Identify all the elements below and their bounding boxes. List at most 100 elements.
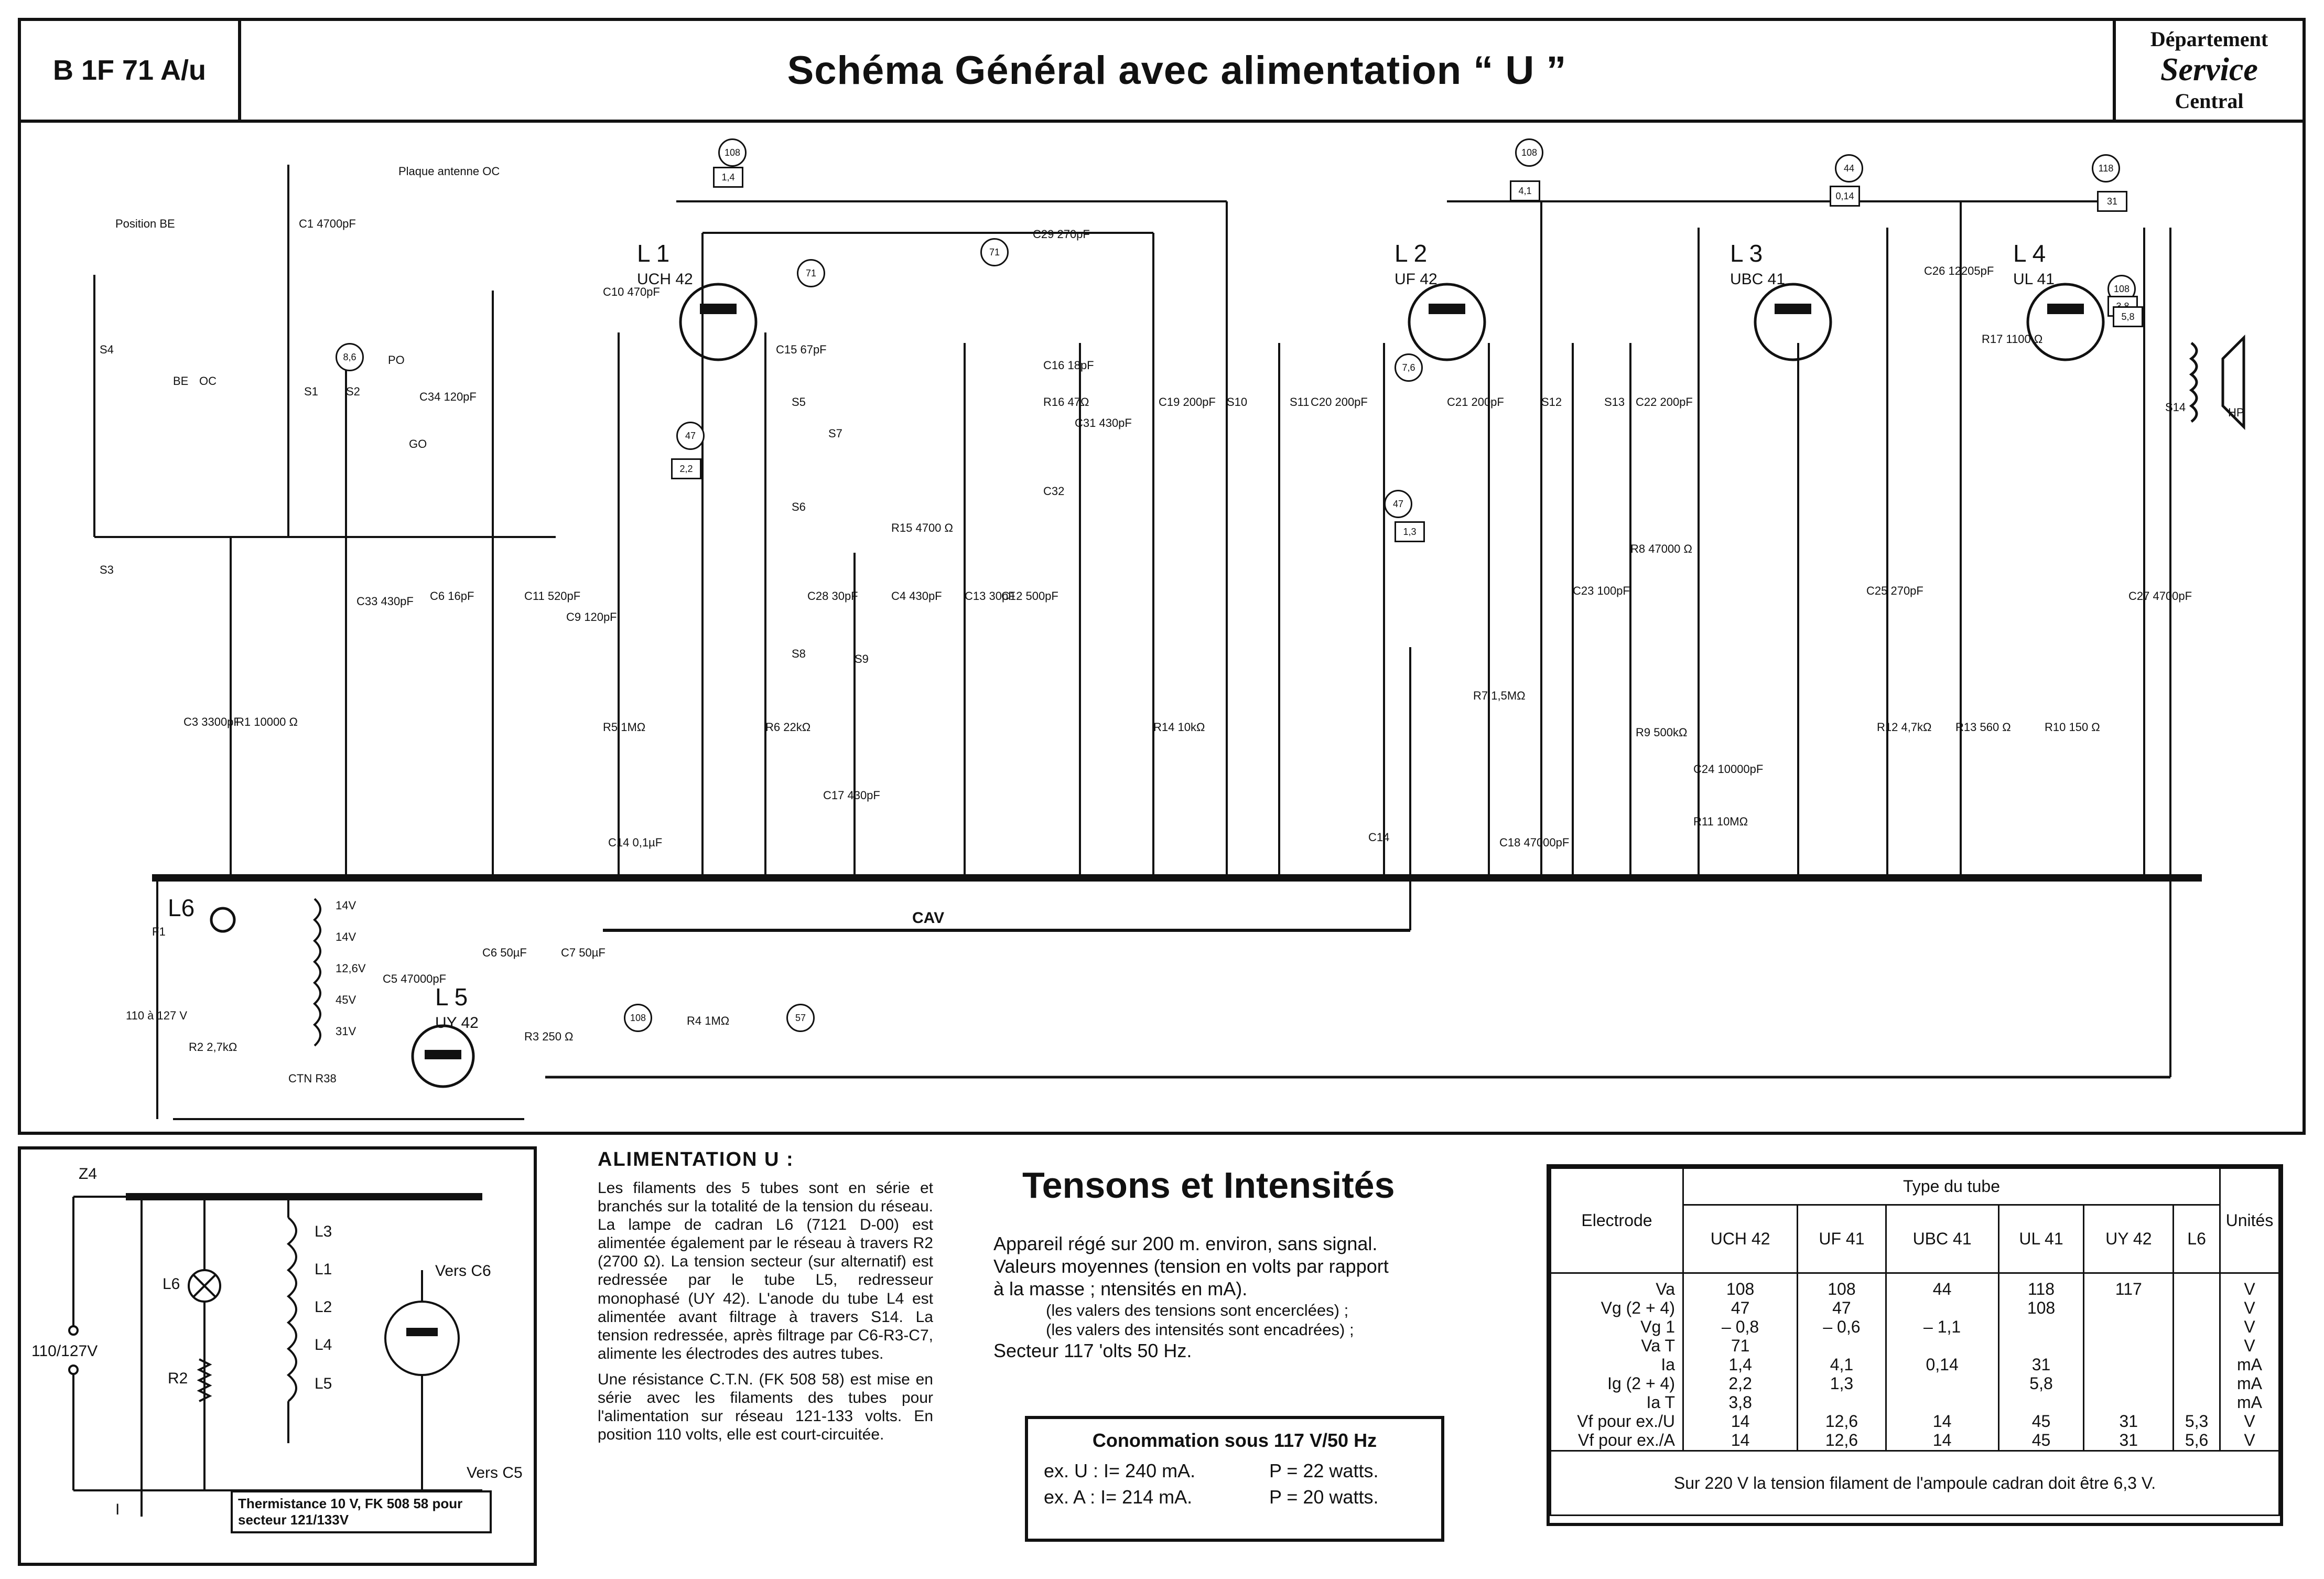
unit-cell: V [2244, 1317, 2255, 1336]
tube-type-l4: UL 41 [2013, 271, 2055, 288]
table-cell [2174, 1299, 2219, 1318]
table-cell: 45 [2031, 1431, 2051, 1449]
table-cell [2084, 1356, 2172, 1374]
voltage-value: 108 [1521, 147, 1538, 158]
current-reading: 31 [2097, 191, 2127, 212]
current-value: 1,4 [721, 171, 735, 182]
table-cell: 2,2 [1728, 1374, 1752, 1393]
voltage-value: 47 [1392, 498, 1404, 509]
voltage-value: 7,6 [1402, 362, 1415, 373]
coil-label: S11 [1290, 395, 1310, 409]
component-label: R17 1100 Ω [1982, 332, 2043, 346]
component-label: C18 47000pF [1499, 836, 1570, 849]
component-label: C26 12205pF [1924, 264, 1994, 277]
dept-line-1: Département [2150, 27, 2268, 51]
component-label: C13 30pF [965, 589, 1015, 603]
table-cell: 118 [2028, 1280, 2055, 1298]
component-label: R11 10MΩ [1693, 815, 1748, 828]
component-label: S14 [2165, 401, 2186, 414]
inset-label-vers-c6: Vers C6 [435, 1262, 491, 1280]
unit-cell: mA [2237, 1374, 2262, 1393]
tensions-line-2: Valeurs moyennes (tension en volts par r… [993, 1255, 1389, 1277]
voltage-reading: 47 [1384, 490, 1412, 518]
coil-label: S2 [346, 385, 360, 398]
voltage-reading: 57 [786, 1004, 815, 1032]
coil-label: S13 [1604, 395, 1625, 409]
unit-cell: V [2244, 1431, 2255, 1449]
inset-label-l1: L1 [315, 1261, 332, 1278]
coil-label: S6 [792, 500, 806, 513]
component-label: C25 270pF [1866, 584, 1923, 597]
table-cell: 1,3 [1830, 1374, 1854, 1393]
component-label: C19 200pF [1159, 395, 1216, 409]
electrode-label: Va [1656, 1280, 1675, 1298]
filament-tap-label: 45V [336, 993, 356, 1006]
component-label: HP [2228, 406, 2244, 419]
unit-cell: mA [2237, 1393, 2262, 1412]
tube-label-l2: L 2 [1395, 240, 1428, 267]
tensions-line-1: Appareil régé sur 200 m. environ, sans s… [993, 1233, 1378, 1254]
coil-label: S5 [792, 395, 806, 409]
voltage-reading: 108 [718, 138, 747, 167]
current-value: 0,14 [1835, 190, 1854, 201]
coil-label: S10 [1227, 395, 1248, 409]
current-reading: 2,2 [671, 458, 701, 479]
title-block: B 1F 71 A/u Schéma Général avec alimenta… [18, 18, 2306, 123]
electrode-label: Ig (2 + 4) [1607, 1374, 1675, 1393]
component-label: R15 4700 Ω [891, 521, 953, 534]
units-header: Unités [2219, 1167, 2280, 1274]
inset-label-l4: L4 [315, 1336, 332, 1354]
voltage-reading: 71 [797, 259, 825, 287]
current-reading: 0,14 [1830, 186, 1860, 207]
filament-tap-label: 14V [336, 930, 356, 943]
inset-label-vers-c5: Vers C5 [467, 1464, 523, 1481]
table-cell [1887, 1374, 1998, 1393]
component-label: C24 10000pF [1693, 762, 1764, 776]
voltage-value: 57 [795, 1012, 806, 1023]
table-cell [2174, 1337, 2219, 1356]
tensions-title: Tensons et Intensités [1022, 1165, 1395, 1206]
component-label: C7 50µF [561, 946, 606, 959]
current-value: 4,1 [1518, 185, 1532, 196]
alimentation-paragraph-1: Les filaments des 5 tubes sont en série … [598, 1179, 933, 1362]
coil-label: S4 [100, 343, 114, 356]
table-cell: 108 [1726, 1280, 1755, 1298]
current-value: 1,3 [1403, 526, 1417, 537]
tube-label-l3: L 3 [1730, 240, 1763, 267]
alimentation-heading: ALIMENTATION U : [598, 1148, 794, 1170]
alimentation-text: Les filaments des 5 tubes sont en série … [598, 1179, 933, 1451]
coil-label: S1 [304, 385, 318, 398]
type-header: Type du tube [1682, 1167, 2221, 1206]
voltage-value: 108 [724, 147, 741, 158]
current-value: 31 [2106, 196, 2118, 207]
table-cell: – 0,6 [1823, 1317, 1861, 1336]
component-label: C34 120pF [419, 390, 477, 403]
page-title: Schéma Général avec alimentation “ U ” [787, 48, 1567, 93]
consumption-box: Conommation sous 117 V/50 Hz ex. U : I= … [1025, 1416, 1444, 1542]
component-label: C3 3300pF [183, 715, 241, 728]
electrode-label: Va T [1641, 1336, 1675, 1355]
table-cell [1999, 1393, 2083, 1412]
current-reading: 1,4 [713, 167, 743, 188]
consumption-row-a: ex. A : I= 214 mA. P = 20 watts. [1044, 1486, 1425, 1508]
component-label: C28 30pF [807, 589, 858, 603]
coil-label: S7 [828, 427, 842, 440]
column-header: UL 41 [1997, 1204, 2085, 1274]
inset-label-r2: R2 [168, 1370, 188, 1387]
tensions-line-5: (les valers des intensités sont encadrée… [1046, 1320, 1354, 1339]
cav-label: CAV [912, 909, 945, 927]
component-label: C6 50µF [482, 946, 527, 959]
table-cell [2084, 1299, 2172, 1318]
bulb-note: Position BE [115, 217, 175, 230]
current-reading: 1,3 [1395, 521, 1425, 542]
inset-label-mains: 110/127V [31, 1342, 98, 1360]
component-label: C10 470pF [603, 285, 660, 298]
alimentation-paragraph-2: Une résistance C.T.N. (FK 508 58) est mi… [598, 1370, 933, 1444]
current-value: 2,2 [679, 463, 693, 474]
department-stamp: Département Service Central [2113, 21, 2303, 120]
component-label: C31 430pF [1075, 416, 1132, 429]
consumption-a-power: P = 20 watts. [1269, 1486, 1379, 1508]
component-label: R3 250 Ω [524, 1030, 574, 1043]
